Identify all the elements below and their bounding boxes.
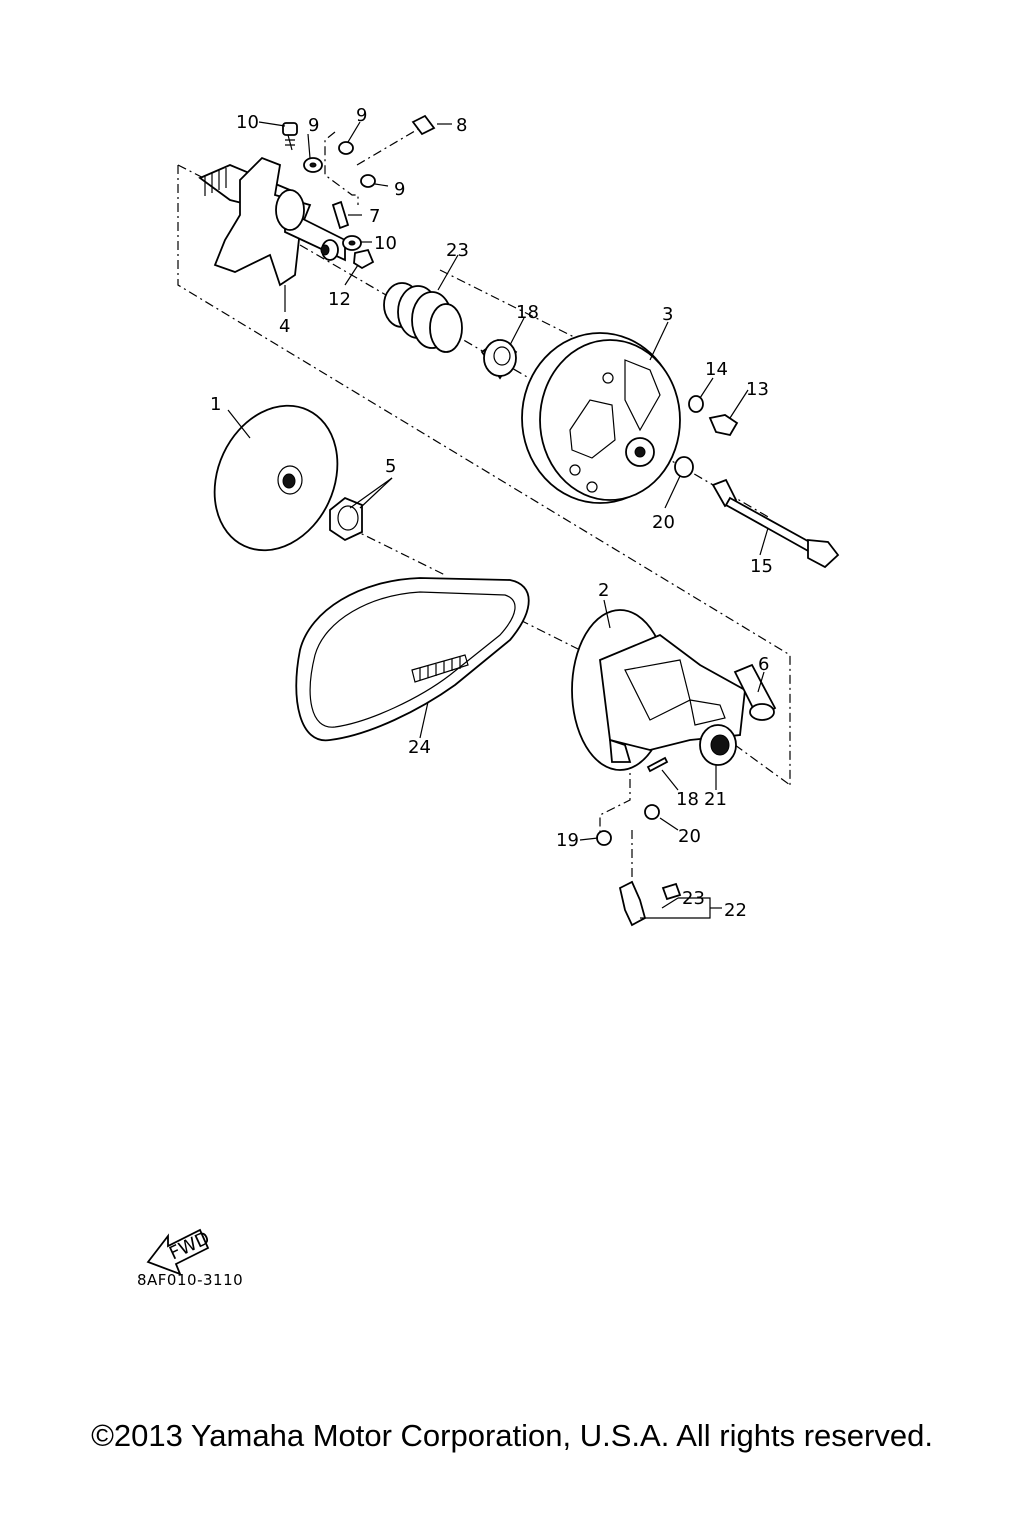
part-label: 23 <box>682 888 705 909</box>
primary-shaft-part-4 <box>198 156 346 287</box>
part-label: 9 <box>394 179 405 200</box>
part-label: 12 <box>328 289 351 310</box>
part-label: 4 <box>279 316 290 337</box>
leader-lines <box>227 121 769 919</box>
part-label: 8 <box>456 115 467 136</box>
bolt-washer-parts <box>674 395 840 569</box>
part-label: 10 <box>374 233 397 254</box>
part-label: 23 <box>446 240 469 261</box>
part-label: 9 <box>356 105 367 126</box>
part-label: 18 <box>676 789 699 810</box>
spacer-part-6-and-seal-part-20 <box>699 663 777 766</box>
part-label: 3 <box>662 304 673 325</box>
fixed-sheave-part-1 <box>213 404 339 552</box>
part-label: 9 <box>308 115 319 136</box>
diagram-code: 8AF010-3110 <box>137 1271 243 1289</box>
part-label: 2 <box>598 580 609 601</box>
part-labels: 10 9 9 8 9 7 10 12 4 23 18 3 14 13 1 5 2… <box>210 105 773 921</box>
copyright-notice: ©2013 Yamaha Motor Corporation, U.S.A. A… <box>91 1418 933 1453</box>
fwd-label: FWD <box>166 1228 213 1265</box>
pin-and-weight-parts <box>596 756 682 927</box>
part-label: 6 <box>758 654 769 675</box>
part-label: 21 <box>704 789 727 810</box>
part-label: 15 <box>750 556 773 577</box>
part-label: 1 <box>210 394 221 415</box>
spring-part-23 <box>383 282 463 353</box>
bushing-part-16 <box>480 338 518 380</box>
part-label: 7 <box>369 206 380 227</box>
bushings-part-5 <box>329 496 363 542</box>
part-label: 19 <box>556 830 579 851</box>
part-label: 20 <box>652 512 675 533</box>
secondary-sheave-part-2 <box>571 609 746 771</box>
hardware-small-parts <box>282 114 436 270</box>
part-label: 5 <box>385 456 396 477</box>
part-label: 13 <box>746 379 769 400</box>
part-label: 22 <box>724 900 747 921</box>
part-label: 20 <box>678 826 701 847</box>
part-label: 24 <box>408 737 431 758</box>
part-label: 10 <box>236 112 259 133</box>
fwd-arrow-icon: FWD <box>146 1228 213 1276</box>
sliding-sheave-part-3 <box>521 332 681 504</box>
drive-belt-part-24 <box>295 577 530 742</box>
part-label: 18 <box>516 302 539 323</box>
part-label: 14 <box>705 359 728 380</box>
